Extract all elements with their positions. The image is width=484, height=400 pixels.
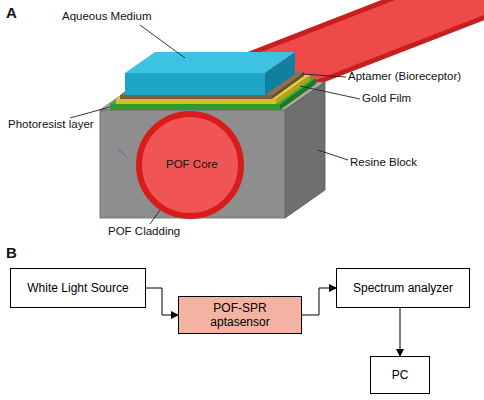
part-label: Aqueous Medium	[62, 10, 152, 22]
signal-arrow	[302, 288, 336, 315]
signal-arrow	[146, 288, 178, 315]
block-front	[100, 110, 285, 218]
part-label: Resine Block	[350, 156, 417, 168]
panel-letter: B	[6, 244, 17, 261]
signal-arrow	[400, 308, 401, 356]
process-box: Spectrum analyzer	[336, 268, 470, 308]
box-label: White Light Source	[27, 281, 128, 295]
leader-line	[140, 25, 185, 58]
process-box: White Light Source	[10, 268, 146, 308]
aqueous-top	[125, 52, 295, 73]
box-label: POF-SPR aptasensor	[185, 301, 295, 329]
leader-line	[150, 210, 160, 224]
part-label: POF Core	[166, 158, 218, 170]
leader-line	[302, 74, 346, 77]
leader-line	[318, 150, 348, 160]
part-label: Photoresist layer	[8, 118, 94, 130]
process-box: POF-SPR aptasensor	[178, 296, 302, 334]
photoresist-front	[110, 104, 280, 110]
process-box: PC	[370, 356, 430, 394]
leader-line	[70, 107, 110, 118]
part-label: POF Cladding	[108, 225, 180, 237]
panel-letter: A	[6, 4, 17, 21]
gold-front	[116, 99, 276, 104]
box-label: Spectrum analyzer	[353, 281, 453, 295]
part-label: Aptamer (Bioreceptor)	[348, 70, 461, 82]
leader-line	[300, 86, 360, 99]
aqueous-side	[265, 52, 295, 95]
pof-cross-section	[139, 114, 241, 216]
mark	[118, 150, 126, 156]
box-label: PC	[392, 368, 409, 382]
aqueous-front	[125, 73, 265, 95]
aptamer-front	[120, 95, 272, 99]
part-label: Gold Film	[362, 92, 411, 104]
